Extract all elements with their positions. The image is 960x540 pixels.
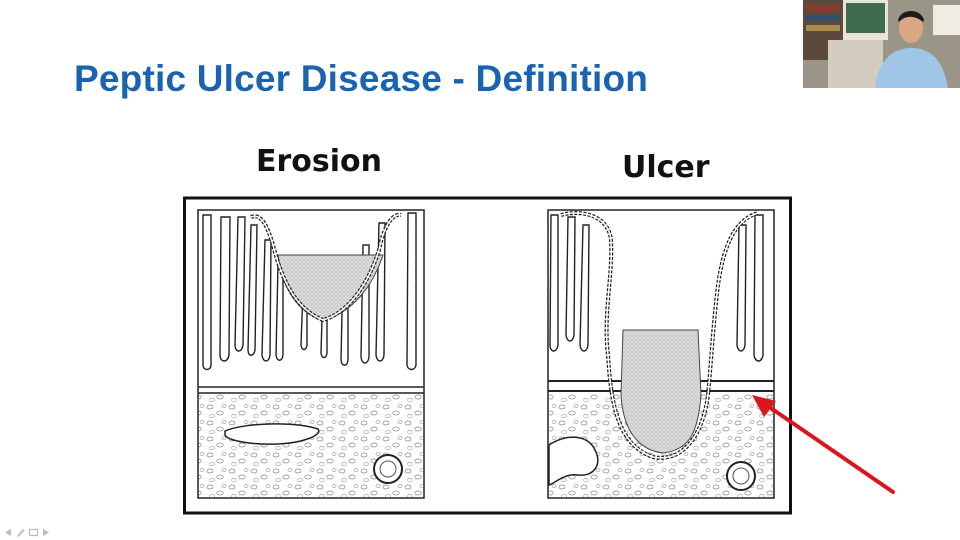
previous-slide-icon[interactable] xyxy=(2,527,13,538)
ulcer-label: Ulcer xyxy=(622,150,710,185)
erosion-panel xyxy=(197,209,425,499)
erosion-ulcer-diagram xyxy=(183,196,792,515)
presenter-video xyxy=(803,0,960,88)
slides-menu-icon[interactable] xyxy=(28,527,39,538)
ulcer-panel xyxy=(547,209,775,499)
erosion-label: Erosion xyxy=(256,144,383,179)
pen-icon[interactable] xyxy=(15,527,26,538)
presenter-video-icon xyxy=(803,0,960,88)
pointer-arrow xyxy=(752,395,895,494)
next-slide-icon[interactable] xyxy=(41,527,52,538)
slide-title: Peptic Ulcer Disease - Definition xyxy=(74,58,649,99)
slideshow-controls xyxy=(2,526,52,538)
